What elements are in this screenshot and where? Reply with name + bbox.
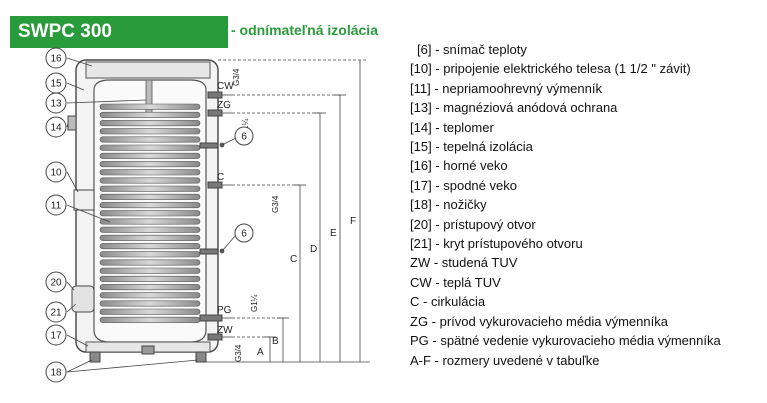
c-thread-label: G3/4 [271, 195, 280, 213]
callout-16: 16 [50, 54, 62, 65]
coil-turn [99, 169, 201, 176]
thermometer [67, 115, 77, 131]
legend-item: [15] - tepelná izolácia [410, 139, 533, 155]
callout-16-ring [45, 47, 67, 69]
callout-15: 15 [50, 79, 62, 90]
foot-right [195, 351, 207, 363]
callout-17: 17 [50, 331, 62, 342]
coil-turn [99, 316, 201, 323]
legend-item: A-F - rozmery uvedené v tabuľke [410, 352, 600, 368]
callout-14: 14 [50, 123, 62, 134]
anode-rod [145, 79, 153, 117]
legend-item: [20] - prístupový otvor [410, 216, 536, 232]
legend-item: CW - teplá TUV [410, 274, 501, 290]
cw-label: CW [217, 81, 234, 92]
callout-6b: 6 [241, 229, 247, 240]
coil-turn [99, 144, 201, 151]
pg-label: PG [217, 305, 232, 316]
cw-port [207, 91, 223, 99]
callout-6a: 6 [241, 132, 247, 143]
coil-turn [99, 292, 201, 299]
cw-thread-label: G3/4 [232, 68, 241, 86]
foot-left [89, 351, 101, 363]
legend-item: [17] - spodné veko [410, 177, 517, 193]
dim-f-label: F [350, 216, 356, 227]
legend-item: ZW - studená TUV [410, 255, 518, 271]
callout-11-ring [45, 194, 67, 216]
callout-13: 13 [50, 99, 62, 110]
coil-turn [99, 120, 201, 127]
legend-list: [6] - snímač teploty [10] - pripojenie el… [410, 40, 721, 370]
model-subtitle: - odnímateľná izolácia [231, 22, 378, 38]
c-label: C [217, 172, 224, 183]
callout-14-ring [45, 116, 67, 138]
legend-item: [18] - nožičky [410, 197, 487, 213]
dim-e-label: E [330, 228, 337, 239]
callout-13-ring [45, 92, 67, 114]
zw-label: ZW [217, 325, 233, 336]
coil-turn [99, 202, 201, 209]
coil-turn [99, 103, 201, 110]
legend-item: [16] - horné veko [410, 158, 508, 174]
coil-turn [99, 275, 201, 282]
callout-10: 10 [50, 168, 62, 179]
bottom-port [141, 345, 155, 355]
legend-item: ZG - prívod vykurovacieho média výmenník… [410, 313, 668, 329]
model-title: SWPC 300 [10, 16, 228, 48]
legend-item: [13] - magnéziová anódová ochrana [410, 100, 618, 116]
coil-turn [99, 308, 201, 315]
callout-10-ring [45, 161, 67, 183]
heat-exchanger-coil [99, 103, 201, 323]
legend-item: [21] - kryt prístupového otvoru [410, 236, 583, 252]
coil-turn [99, 185, 201, 192]
coil-turn [99, 152, 201, 159]
coil-turn [99, 267, 201, 274]
callout-6a-ring [234, 126, 254, 146]
coil-turn [99, 161, 201, 168]
coil-turn [99, 226, 201, 233]
coil-turn [99, 300, 201, 307]
callout-18-ring [45, 361, 67, 383]
legend-item: [11] - nepriamoohrevný výmenník [410, 80, 602, 96]
legend-item: C - cirkulácia [410, 294, 486, 310]
coil-turn [99, 251, 201, 258]
dim-d-label: D [310, 244, 317, 255]
coil-turn [99, 284, 201, 291]
sensor-port-lower [199, 248, 219, 255]
coil-turn [99, 259, 201, 266]
zw-thread-label: G3/4 [234, 344, 243, 362]
coil-turn [99, 210, 201, 217]
coil-turn [99, 136, 201, 143]
heater-port [73, 189, 95, 211]
legend-item: [14] - teplomer [410, 119, 494, 135]
sensor-port-upper [199, 142, 219, 149]
coil-turn [99, 234, 201, 241]
legend-item: [10] - pripojenie elektrického telesa (1… [410, 61, 691, 77]
coil-turn [99, 218, 201, 225]
callout-20: 20 [50, 278, 62, 289]
coil-turn [99, 177, 201, 184]
callout-6b-ring [234, 223, 254, 243]
callout-17-ring [45, 324, 67, 346]
access-opening [71, 285, 95, 313]
pg-thread-label: G1¼ [250, 294, 259, 312]
legend-item: [6] - snímač teploty [417, 42, 527, 57]
zg-label: ZG [217, 100, 231, 111]
dim-a-label: A [257, 347, 264, 358]
dim-c-label: C [290, 254, 297, 265]
coil-turn [99, 193, 201, 200]
callout-21-ring [45, 301, 67, 323]
coil-turn [99, 243, 201, 250]
callout-11: 11 [51, 201, 62, 212]
coil-turn [99, 111, 201, 118]
legend-item: PG - spätné vedenie vykurovacieho média … [410, 333, 721, 349]
top-lid [85, 61, 211, 79]
dim-b-label: B [272, 336, 279, 347]
callout-18: 18 [50, 368, 62, 379]
coil-turn [99, 128, 201, 135]
callout-21: 21 [50, 308, 62, 319]
callout-20-ring [45, 271, 67, 293]
